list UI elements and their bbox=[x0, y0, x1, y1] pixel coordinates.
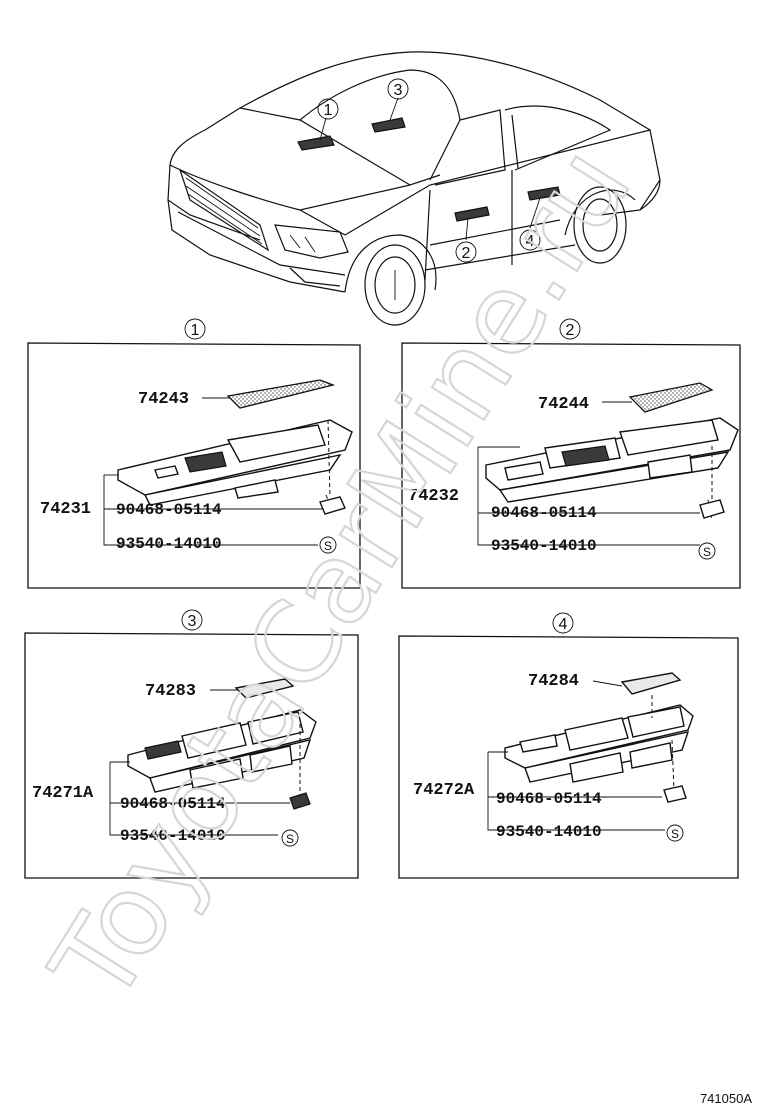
panel-3: 3 74283 S 74271A 90468-05114 93540-14010 bbox=[24, 609, 359, 879]
car-illustration bbox=[167, 51, 661, 326]
callout-1: 1 bbox=[317, 98, 339, 120]
panel-2-assembly-part: 74232 bbox=[408, 487, 459, 506]
panel-3-screw-part: 93540-14010 bbox=[120, 827, 226, 845]
panel-1: 1 74243 S 74231 90468-05114 93540-14010 bbox=[27, 318, 361, 589]
callout-3-label: 3 bbox=[394, 82, 403, 99]
panel-3-assembly-part: 74271A bbox=[32, 784, 94, 803]
panel-1-callout: 1 bbox=[191, 322, 200, 339]
panel-2-clip-part: 90468-05114 bbox=[491, 504, 597, 522]
callout-1-label: 1 bbox=[324, 102, 333, 119]
panel-4-screw-symbol: S bbox=[671, 827, 679, 841]
diagram-code: 741050A bbox=[700, 1091, 752, 1106]
panel-4-cover-part: 74284 bbox=[528, 672, 579, 691]
panel-3-clip-part: 90468-05114 bbox=[120, 795, 226, 813]
callout-2-label: 2 bbox=[462, 245, 471, 262]
panel-1-clip-part: 90468-05114 bbox=[116, 501, 222, 519]
panel-3-cover-part: 74283 bbox=[145, 682, 196, 701]
callout-3: 3 bbox=[387, 78, 409, 100]
panel-1-screw-symbol: S bbox=[324, 539, 332, 553]
panel-4-screw-part: 93540-14010 bbox=[496, 823, 602, 841]
callout-4: 4 bbox=[519, 229, 541, 251]
panel-4-callout: 4 bbox=[559, 616, 568, 633]
panel-2-screw-symbol: S bbox=[703, 545, 711, 559]
panel-2-cover-part: 74244 bbox=[538, 395, 589, 414]
panel-1-screw-part: 93540-14010 bbox=[116, 535, 222, 553]
panel-2-screw-part: 93540-14010 bbox=[491, 537, 597, 555]
callout-4-label: 4 bbox=[526, 233, 535, 250]
panel-3-callout: 3 bbox=[188, 613, 197, 630]
panel-2-callout: 2 bbox=[566, 322, 575, 339]
panel-4-assembly-part: 74272A bbox=[413, 781, 475, 800]
panel-4-clip-part: 90468-05114 bbox=[496, 790, 602, 808]
panel-3-screw-symbol: S bbox=[286, 832, 294, 846]
panel-4: 4 74284 S 74272A 90468-05114 93540-14010 bbox=[398, 612, 739, 879]
panel-1-cover-part: 74243 bbox=[138, 390, 189, 409]
panel-2: 2 74244 S 74232 90468-05114 93540-14010 bbox=[401, 318, 741, 589]
callout-2: 2 bbox=[455, 241, 477, 263]
panel-1-assembly-part: 74231 bbox=[40, 500, 91, 519]
